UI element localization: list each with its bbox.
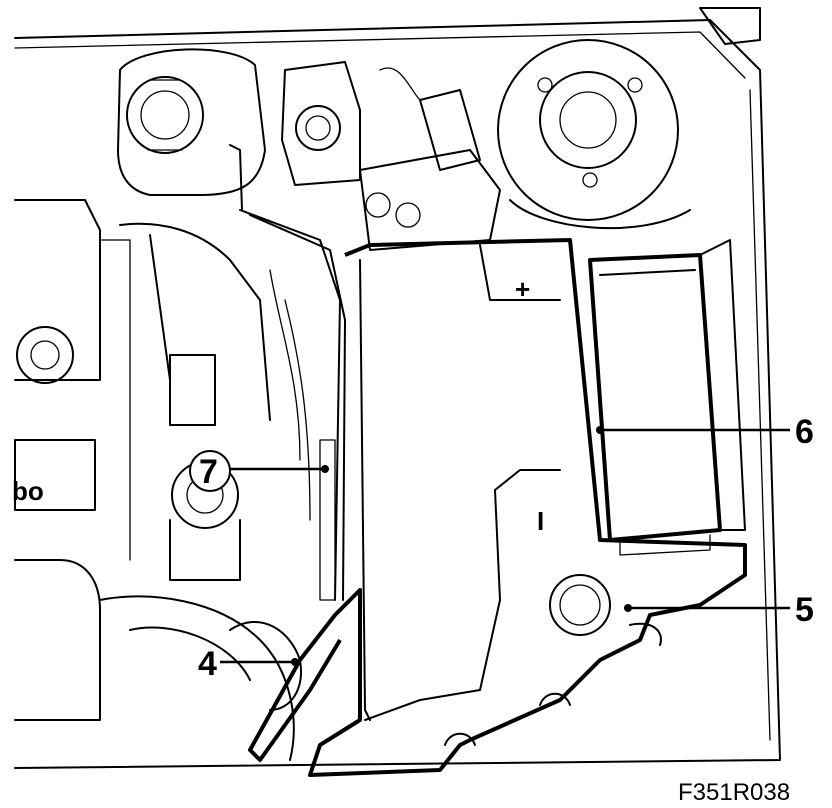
coolant-reservoir [117,48,266,211]
callout-4-label: 4 [198,645,217,683]
battery-tray: + I [248,238,747,777]
callout-6: 6 [596,413,814,451]
brake-fluid-reservoir [281,61,361,186]
callout-4: 4 [198,645,299,683]
strut-tower [497,39,691,230]
body-frame [14,7,781,769]
engine-block: bo [12,199,131,721]
hoses-and-wiring [99,209,346,761]
battery-negative-mark: I [537,506,544,536]
callout-5-label: 5 [795,591,814,629]
callout-7-label: 7 [199,453,218,491]
callout-6-label: 6 [795,413,814,451]
relay-box [588,239,746,556]
abs-unit [359,67,501,251]
figure-id: F351R038 [678,779,790,806]
engine-badge-text: bo [12,476,44,506]
callout-5: 5 [624,591,814,629]
callout-7: 7 [189,450,329,492]
battery-positive-mark: + [515,274,530,304]
